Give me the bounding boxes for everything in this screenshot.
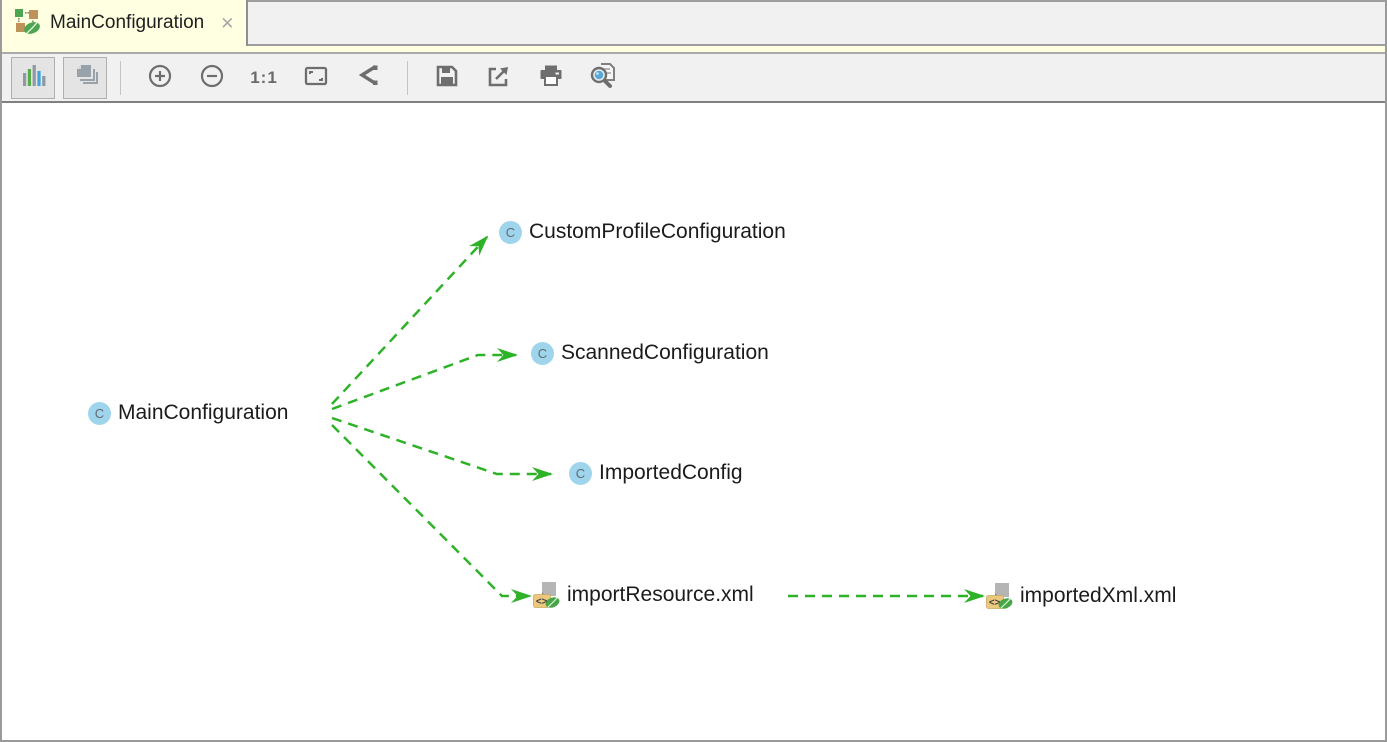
node-label: CustomProfileConfiguration [529, 220, 786, 243]
tab-bar-empty-area [248, 0, 1385, 46]
svg-text:C: C [95, 406, 104, 421]
diagram-toolbar: 1:1 [2, 54, 1385, 103]
show-bean-details-button[interactable] [11, 56, 55, 99]
edge-main-to-scannedconfiguration[interactable] [331, 348, 518, 411]
save-diagram-button[interactable] [432, 57, 462, 99]
svg-text:<>: <> [536, 597, 548, 608]
class-icon: C [499, 220, 522, 244]
class-icon: C [88, 401, 111, 425]
layered-pages-icon [71, 62, 99, 93]
zoom-out-icon [198, 62, 226, 93]
zoom-in-icon [146, 62, 174, 93]
print-preview-button[interactable] [588, 57, 618, 99]
edge-main-to-importresource[interactable] [331, 424, 532, 603]
print-diagram-button[interactable] [536, 57, 566, 99]
bar-chart-icon [19, 62, 47, 93]
spring-xml-file-icon: <> [533, 581, 560, 609]
toolbar-separator [407, 60, 408, 95]
fit-content-button[interactable] [301, 57, 331, 99]
node-label: ScannedConfiguration [561, 341, 769, 364]
actual-size-button[interactable]: 1:1 [249, 57, 279, 99]
tab-title: MainConfiguration [50, 12, 205, 33]
class-icon: C [569, 461, 592, 485]
printer-icon [537, 62, 565, 93]
tab-close-icon[interactable]: ✕ [220, 13, 235, 33]
fit-content-icon [302, 62, 330, 93]
tab-mainconfiguration[interactable]: MainConfiguration ✕ [2, 0, 249, 46]
apply-layout-button[interactable] [353, 57, 383, 99]
node-label: importResource.xml [567, 583, 754, 606]
edge-main-to-customprofileconfiguration[interactable] [331, 235, 489, 405]
node-importedxml-xml[interactable]: <> importedXml.xml [986, 582, 1176, 610]
export-arrow-icon [485, 62, 513, 93]
layout-branch-icon [354, 62, 382, 93]
spring-diagram-icon [12, 6, 42, 41]
spring-xml-file-icon: <> [986, 582, 1013, 610]
export-diagram-button[interactable] [484, 57, 514, 99]
magnifier-document-icon [588, 61, 618, 94]
diagram-canvas[interactable]: C MainConfiguration C CustomProfileConfi… [2, 103, 1385, 740]
node-scannedconfiguration[interactable]: C ScannedConfiguration [531, 341, 769, 365]
svg-text:<>: <> [989, 598, 1001, 609]
editor-tab-bar: MainConfiguration ✕ [2, 0, 1385, 46]
class-icon: C [531, 341, 554, 365]
toolbar-separator [120, 60, 121, 95]
node-importresource-xml[interactable]: <> importResource.xml [533, 581, 754, 609]
edge-main-to-importedconfig[interactable] [331, 416, 553, 481]
floppy-disk-icon [433, 62, 461, 93]
node-label: ImportedConfig [599, 461, 743, 484]
one-to-one-label: 1:1 [250, 67, 278, 87]
show-neighbors-button[interactable] [63, 56, 107, 99]
node-importedconfig[interactable]: C ImportedConfig [569, 461, 743, 485]
node-label: MainConfiguration [118, 401, 289, 424]
zoom-out-button[interactable] [197, 57, 227, 99]
active-tab-underline-strip [2, 46, 1385, 54]
node-label: importedXml.xml [1020, 584, 1177, 607]
svg-text:C: C [538, 346, 547, 361]
node-mainconfiguration[interactable]: C MainConfiguration [88, 401, 288, 425]
svg-text:C: C [506, 225, 515, 240]
node-customprofileconfiguration[interactable]: C CustomProfileConfiguration [499, 220, 786, 244]
diagram-edges-layer [331, 235, 985, 603]
svg-text:C: C [576, 466, 585, 481]
zoom-in-button[interactable] [145, 57, 175, 99]
